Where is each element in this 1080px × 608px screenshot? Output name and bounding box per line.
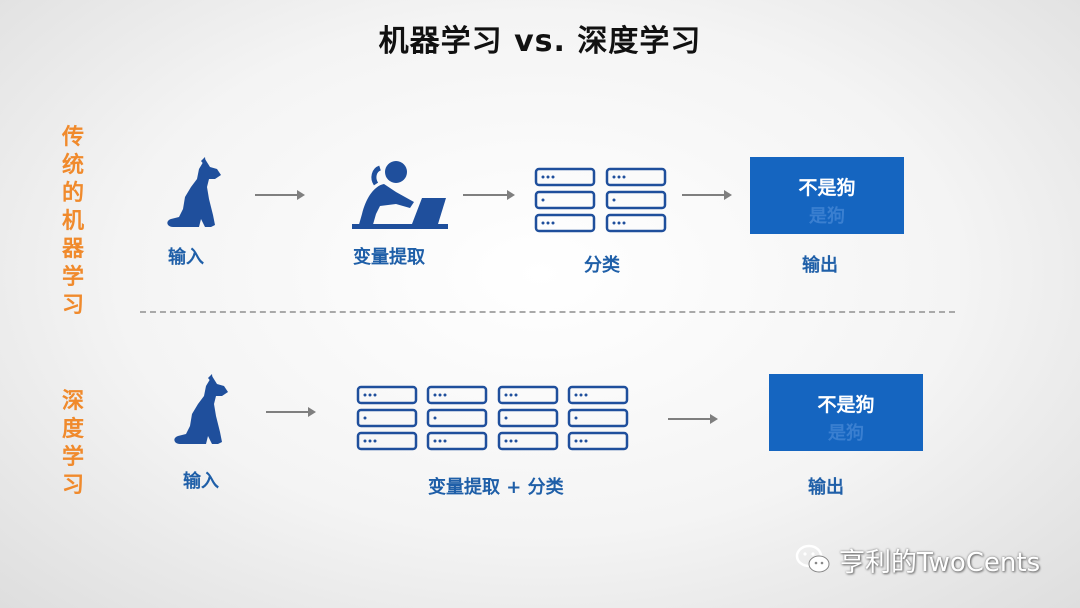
arrow-icon (682, 190, 732, 200)
feature-extraction-classification-label: 变量提取 + 分类 (428, 477, 564, 498)
wechat-icon (795, 544, 830, 573)
side-char: 的 (61, 181, 84, 206)
side-char: 学 (61, 445, 84, 470)
side-char: 习 (61, 473, 84, 498)
arrow-icon (255, 190, 305, 200)
output-alternative: 是狗 (809, 206, 845, 227)
section-divider (140, 311, 955, 313)
side-char: 器 (61, 237, 84, 262)
watermark-text: 亨利的TwoCents (839, 547, 1041, 578)
input-label: 输入 (183, 471, 219, 492)
output-result: 不是狗 (817, 394, 875, 416)
output-label: 输出 (802, 255, 838, 276)
side-char: 统 (61, 153, 84, 178)
output-box-traditional: 不是狗 是狗 (750, 157, 904, 234)
output-result: 不是狗 (798, 177, 856, 199)
output-alternative: 是狗 (828, 423, 864, 444)
side-char: 习 (61, 293, 84, 318)
arrow-icon (266, 407, 316, 417)
side-char: 传 (61, 125, 84, 150)
watermark: 亨利的TwoCents (795, 540, 1040, 580)
page-title: 机器学习 vs. 深度学习 (378, 24, 702, 59)
server-stack-icon (356, 385, 418, 451)
side-label-traditional: 传 统 的 机 器 学 习 (58, 124, 88, 320)
side-label-deep: 深 度 学 习 (58, 388, 88, 500)
server-stack-icon (426, 385, 488, 451)
dog-icon (174, 374, 228, 444)
classification-label: 分类 (584, 255, 620, 276)
server-stack-icon (567, 385, 629, 451)
output-box-deep: 不是狗 是狗 (769, 374, 923, 451)
input-label: 输入 (168, 247, 204, 268)
person-laptop-icon (352, 161, 448, 229)
feature-extraction-label: 变量提取 (353, 247, 425, 268)
side-char: 度 (61, 417, 84, 442)
server-stack-icon (534, 167, 596, 233)
side-char: 机 (61, 209, 84, 234)
dog-icon (167, 157, 221, 227)
arrow-icon (463, 190, 515, 200)
arrow-icon (668, 414, 718, 424)
server-stack-icon (497, 385, 559, 451)
server-stack-icon (605, 167, 667, 233)
side-char: 学 (61, 265, 84, 290)
side-char: 深 (61, 389, 84, 414)
output-label: 输出 (808, 477, 844, 498)
